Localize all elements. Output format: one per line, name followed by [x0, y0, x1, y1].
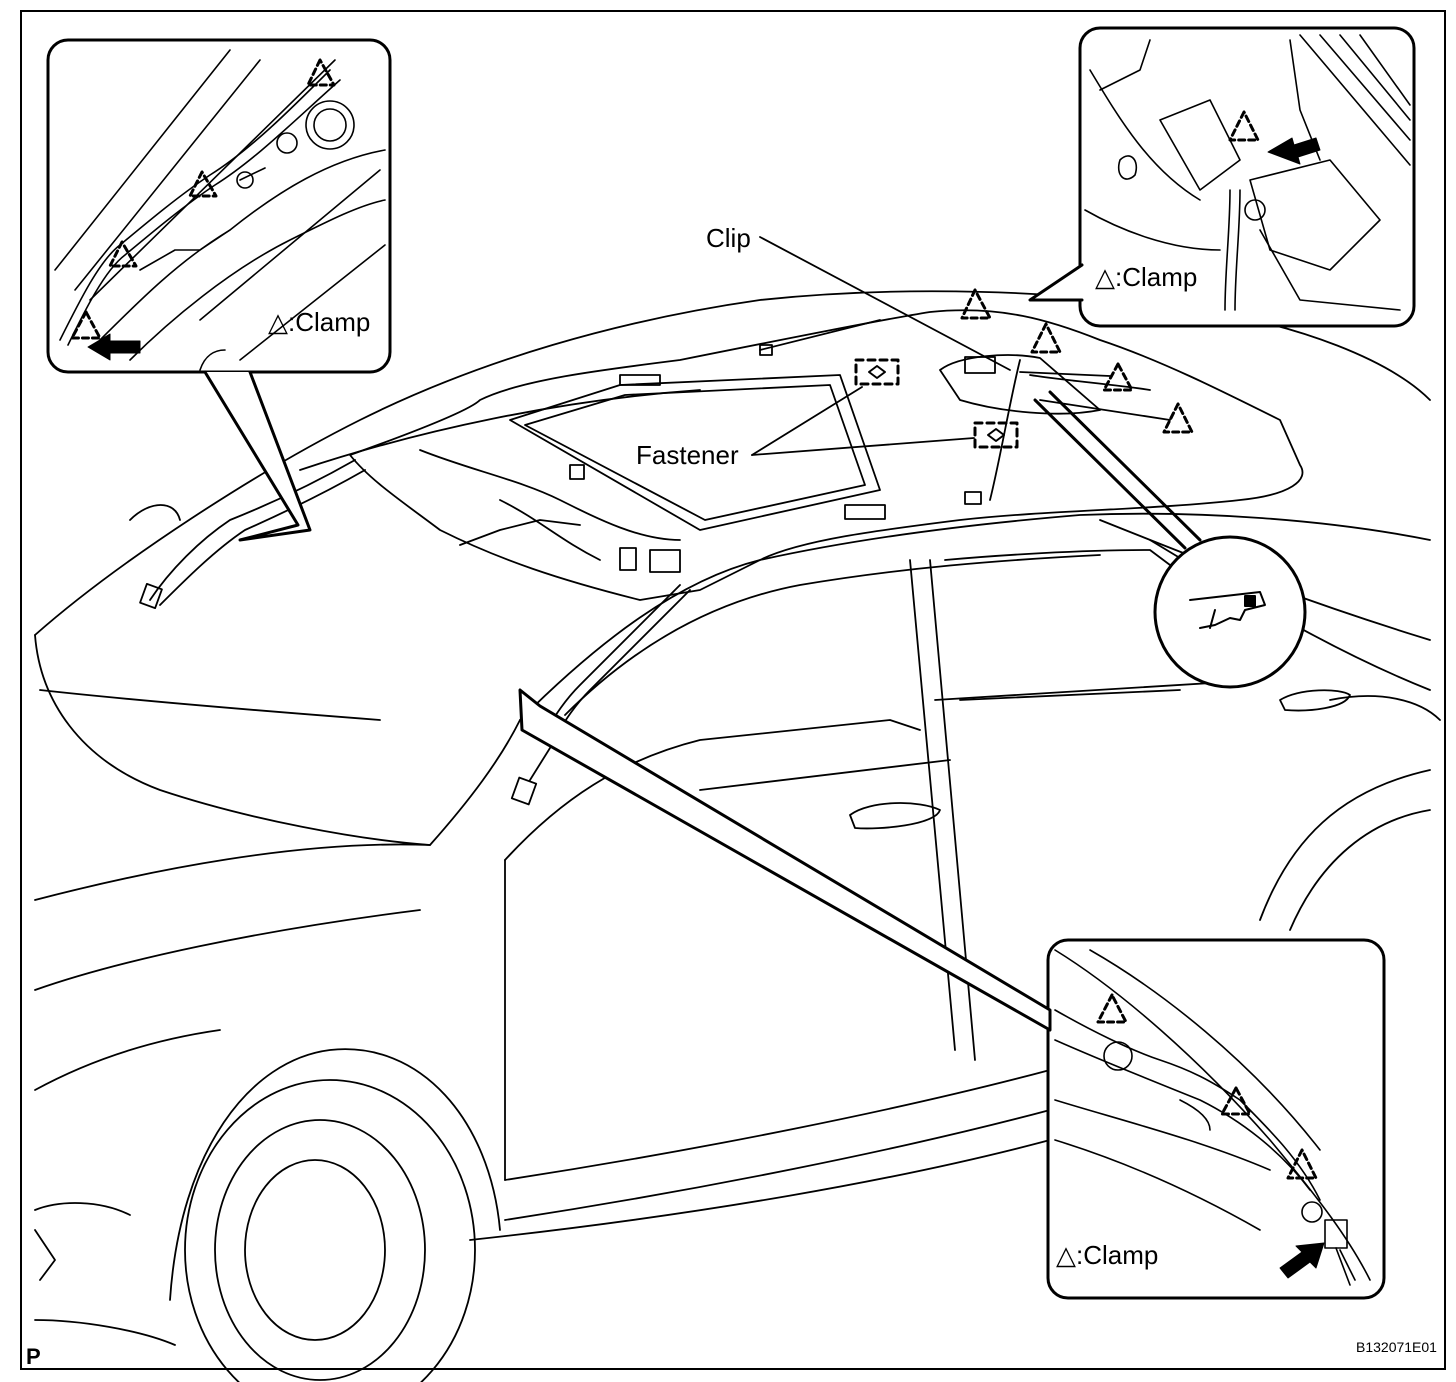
fastener-icon	[854, 358, 900, 386]
page-marker: P	[26, 1344, 41, 1369]
callout-top-right	[1028, 26, 1416, 328]
figure-code: B132071E01	[1356, 1339, 1437, 1355]
clamp-label-top-left: △:Clamp	[268, 307, 371, 337]
fastener-leader-lines	[751, 386, 975, 456]
clip-magnifier	[1033, 390, 1307, 689]
fastener-label: Fastener	[636, 440, 739, 470]
callout-bottom-right	[518, 688, 1386, 1300]
headliner-harness	[139, 309, 1304, 806]
fastener-icon	[973, 421, 1019, 449]
clip-leader-line	[759, 236, 1011, 371]
clamp-label-top-right: △:Clamp	[1095, 262, 1198, 292]
clamp-label-bottom-right: △:Clamp	[1056, 1240, 1159, 1270]
clip-label: Clip	[706, 223, 751, 253]
clamp-icon	[960, 288, 1194, 434]
callout-top-left	[46, 38, 392, 542]
